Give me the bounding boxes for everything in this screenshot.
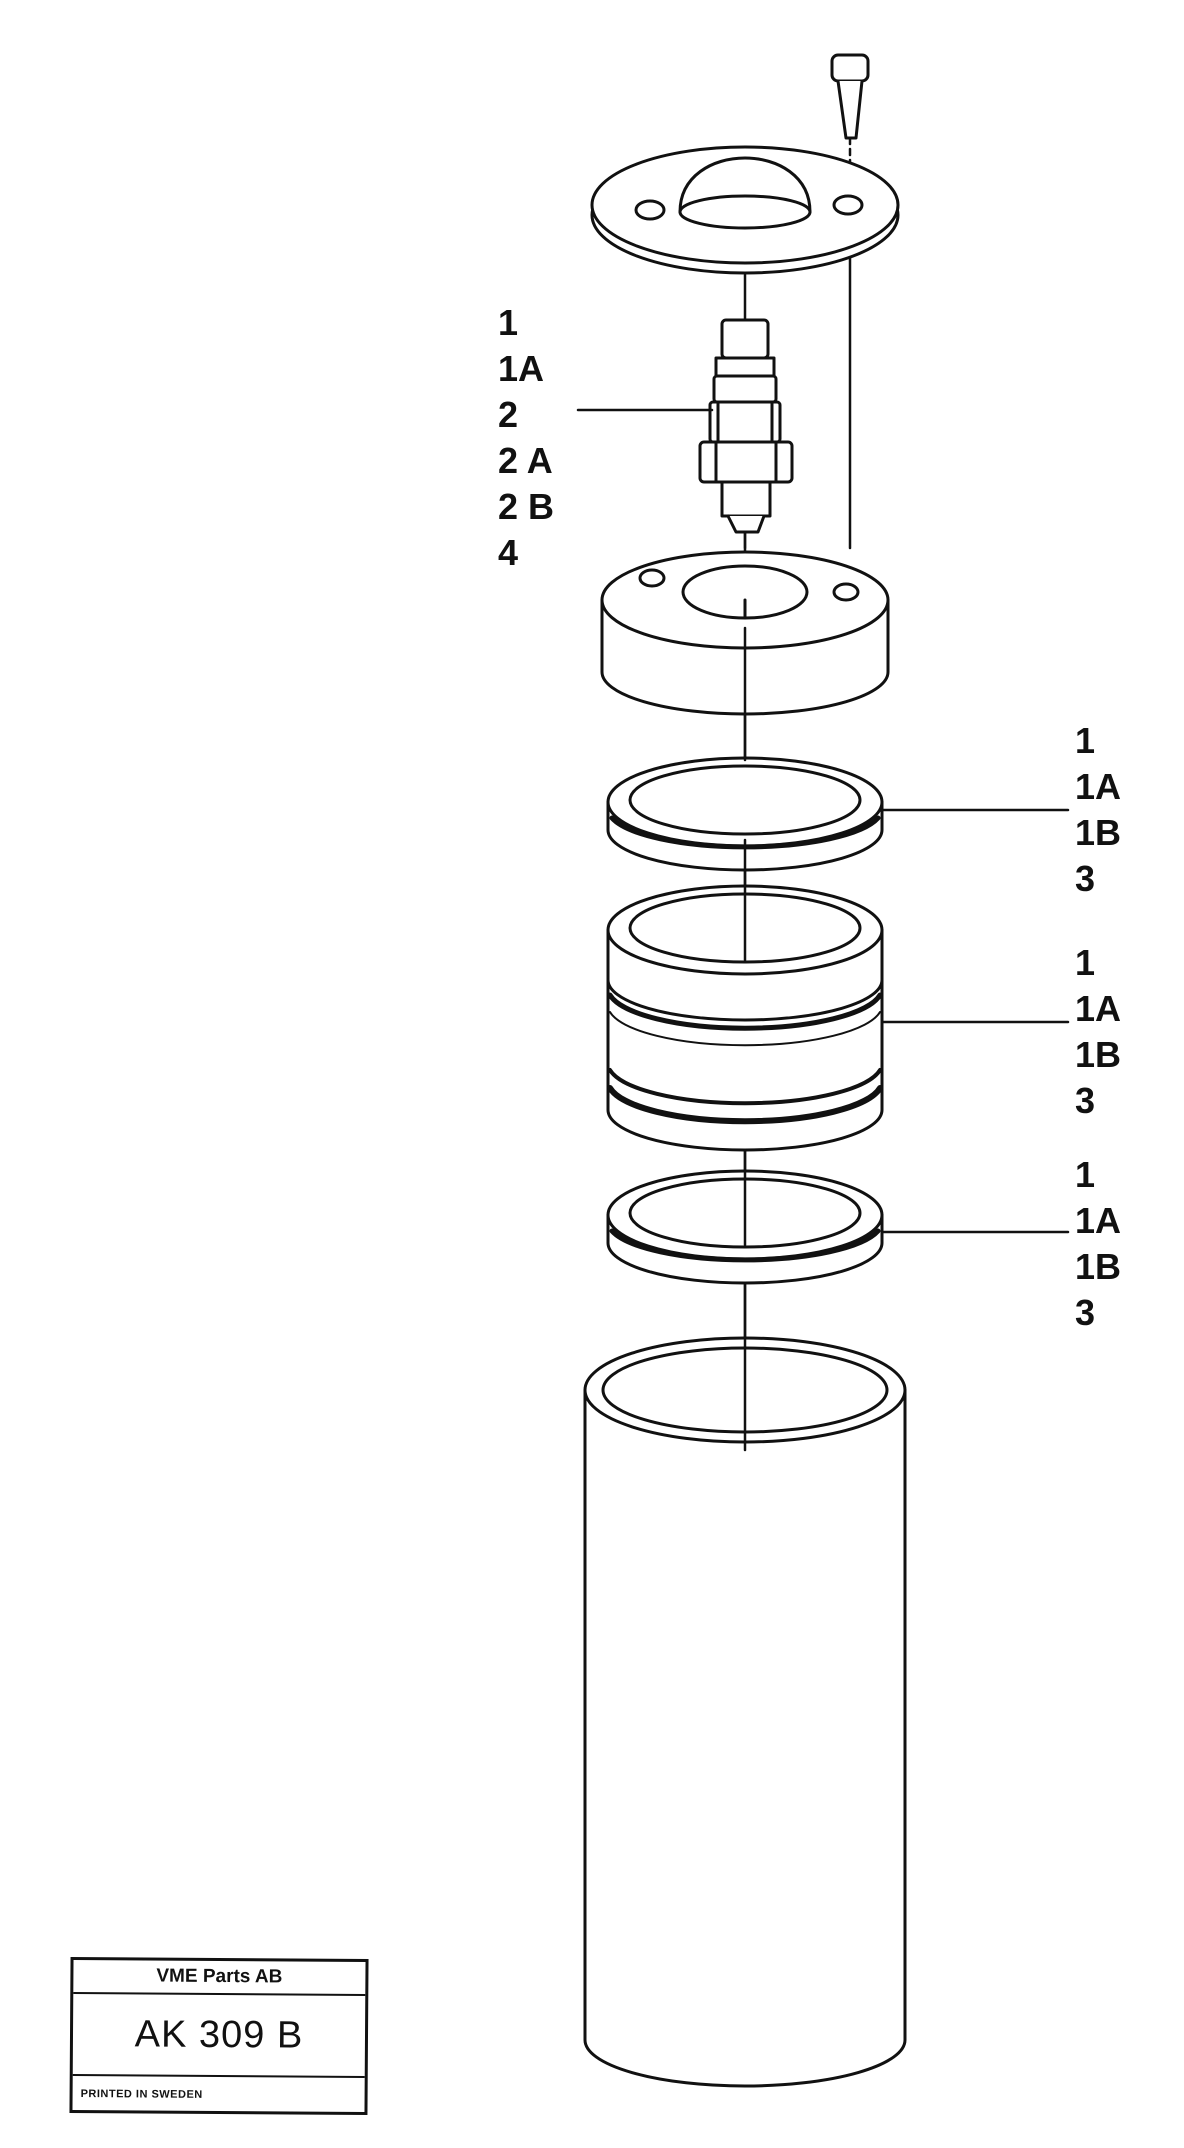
drawing-number: AK 309 B (72, 1993, 366, 2079)
callout-line: 2 A (498, 440, 553, 481)
printed-in-note: PRINTED IN SWEDEN (80, 2088, 203, 2101)
callout-upper-seal-ring: 1 1A 1B 3 (1075, 718, 1121, 902)
callout-line: 1B (1075, 1034, 1122, 1075)
upper-seal-ring-part (606, 756, 884, 872)
title-block-stamp: VME Parts AB AK 309 B PRINTED IN SWEDEN (69, 1956, 369, 2116)
valve-fitting-part (698, 318, 794, 550)
callout-lower-seal-ring: 1 1A 1B 3 (1075, 1152, 1121, 1336)
callout-valve-fitting: 1 1A 2 2 A 2 B 4 (498, 300, 554, 576)
callout-line: 2 (498, 394, 519, 435)
piston-part (606, 884, 884, 1152)
callout-line: 1A (1075, 766, 1122, 807)
callout-line: 1B (1075, 812, 1122, 853)
cover-cap-part (590, 145, 900, 275)
callout-line: 1A (1075, 988, 1122, 1029)
company-name: VME Parts AB (73, 1959, 366, 1997)
callout-line: 2 B (498, 486, 555, 527)
callout-piston: 1 1A 1B 3 (1075, 940, 1121, 1124)
callout-line: 1 (498, 302, 519, 343)
callout-line: 1 (1075, 942, 1096, 983)
callout-line: 3 (1075, 1292, 1096, 1333)
callout-line: 1A (498, 348, 545, 389)
callout-line: 4 (498, 532, 519, 573)
callout-line: 3 (1075, 858, 1096, 899)
bolt-part (830, 53, 870, 550)
callout-line: 1 (1075, 1154, 1096, 1195)
callout-line: 1 (1075, 720, 1096, 761)
callout-line: 1A (1075, 1200, 1122, 1241)
callout-line: 1B (1075, 1246, 1122, 1287)
callout-line: 3 (1075, 1080, 1096, 1121)
